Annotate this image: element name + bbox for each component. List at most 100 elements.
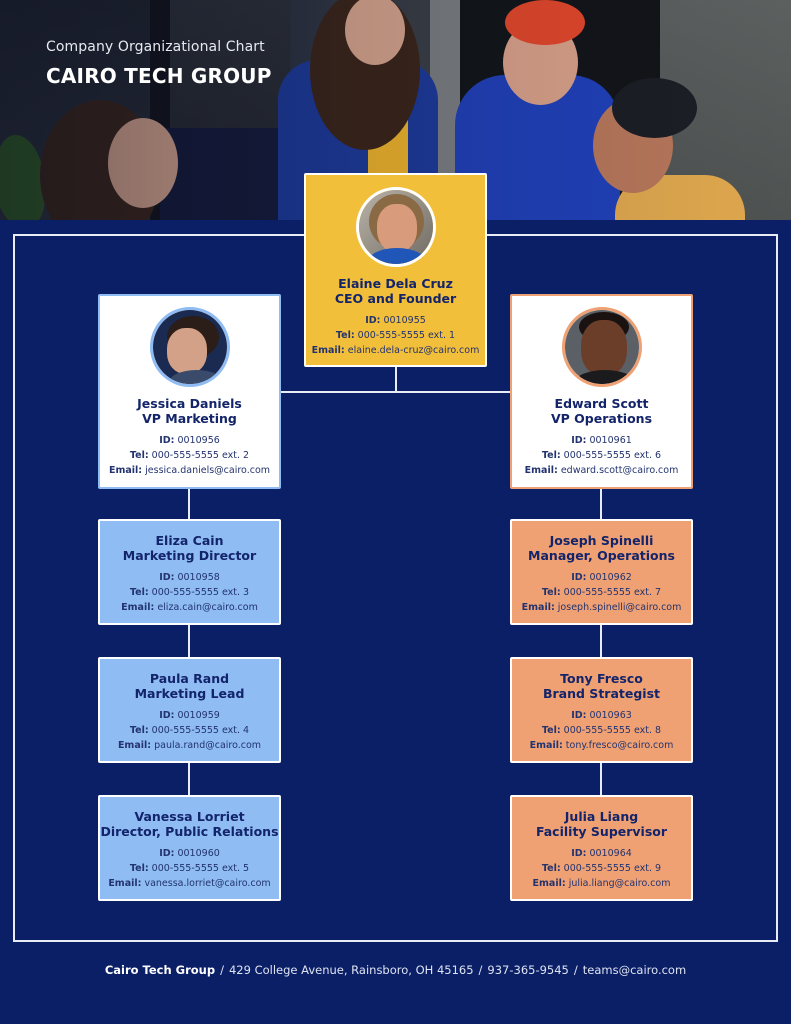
org-card-marketing-lead[interactable]: Paula Rand Marketing Lead ID: 0010959 Te… [98,657,281,763]
employee-id: 0010955 [383,315,426,326]
employee-name: Vanessa Lorriet [134,809,245,824]
employee-role: Marketing Director [122,548,257,563]
employee-tel: 000-555-5555 ext. 7 [563,587,662,598]
email-label: Email: [532,878,566,889]
employee-role: CEO and Founder [334,291,457,306]
footer-separator: / [220,963,224,977]
id-label: ID: [159,572,175,583]
footer-separator: / [478,963,483,977]
footer-separator: / [573,963,578,977]
email-label: Email: [121,602,155,613]
id-label: ID: [571,572,587,583]
org-card-brand-strategist[interactable]: Tony Fresco Brand Strategist ID: 0010963… [510,657,693,763]
avatar [561,307,642,387]
employee-tel: 000-555-5555 ext. 4 [151,725,250,736]
employee-name: Edward Scott [554,396,649,411]
email-label: Email: [108,878,142,889]
footer-phone: 937-365-9545 [487,963,569,977]
employee-tel: 000-555-5555 ext. 1 [357,330,456,341]
employee-email[interactable]: tony.fresco@cairo.com [565,740,674,751]
id-label: ID: [571,435,587,446]
org-card-ceo[interactable]: Elaine Dela Cruz CEO and Founder ID: 001… [304,173,487,367]
employee-role: Brand Strategist [542,686,660,701]
footer-address: 429 College Avenue, Rainsboro, OH 45165 [228,963,474,977]
employee-email[interactable]: jessica.daniels@cairo.com [145,465,271,476]
tel-label: Tel: [335,330,355,341]
employee-name: Eliza Cain [155,533,224,548]
employee-id: 0010959 [177,710,220,721]
employee-tel: 000-555-5555 ext. 3 [151,587,250,598]
employee-name: Jessica Daniels [137,396,242,411]
footer: Cairo Tech Group / 429 College Avenue, Rai… [0,963,791,977]
employee-email[interactable]: paula.rand@cairo.com [154,740,262,751]
employee-tel: 000-555-5555 ext. 6 [563,450,662,461]
employee-email[interactable]: edward.scott@cairo.com [560,465,679,476]
connector-marketing-1 [188,488,190,520]
id-label: ID: [159,848,175,859]
connector-operations-2 [600,624,602,658]
company-title: CAIRO TECH GROUP [46,64,272,88]
email-label: Email: [108,465,143,476]
id-label: ID: [365,315,381,326]
employee-role: Marketing Lead [134,686,245,701]
employee-email[interactable]: joseph.spinelli@cairo.com [557,602,682,613]
employee-role: Facility Supervisor [535,824,668,839]
tel-label: Tel: [541,863,561,874]
footer-company: Cairo Tech Group [104,963,216,977]
employee-tel: 000-555-5555 ext. 2 [151,450,250,461]
email-label: Email: [117,740,152,751]
connector-operations-3 [600,762,602,796]
avatar [149,307,230,387]
email-label: Email: [521,602,555,613]
employee-tel: 000-555-5555 ext. 5 [151,863,250,874]
tel-label: Tel: [541,725,561,736]
connector-ceo-down [395,366,397,393]
employee-email[interactable]: vanessa.lorriet@cairo.com [144,878,271,889]
employee-email[interactable]: elaine.dela-cruz@cairo.com [347,345,480,356]
org-card-director-public-relations[interactable]: Vanessa Lorriet Director, Public Relatio… [98,795,281,901]
connector-marketing-3 [188,762,190,796]
org-card-facility-supervisor[interactable]: Julia Liang Facility Supervisor ID: 0010… [510,795,693,901]
employee-role: Manager, Operations [528,548,675,563]
email-label: Email: [524,465,558,476]
tel-label: Tel: [541,587,561,598]
org-card-marketing-director[interactable]: Eliza Cain Marketing Director ID: 001095… [98,519,281,625]
employee-role: VP Operations [550,411,653,426]
id-label: ID: [159,435,175,446]
employee-email[interactable]: julia.liang@cairo.com [568,878,671,889]
employee-role: Director, Public Relations [100,824,279,839]
employee-id: 0010962 [589,572,632,583]
org-card-vp-operations[interactable]: Edward Scott VP Operations ID: 0010961 T… [510,294,693,489]
chart-subtitle: Company Organizational Chart [46,39,265,55]
tel-label: Tel: [129,725,149,736]
tel-label: Tel: [129,587,149,598]
connector-horizontal [280,391,512,393]
email-label: Email: [529,740,563,751]
employee-name: Paula Rand [149,671,230,686]
tel-label: Tel: [129,450,149,461]
employee-name: Elaine Dela Cruz [338,276,453,291]
employee-role: VP Marketing [142,411,237,426]
employee-email[interactable]: eliza.cain@cairo.com [157,602,258,613]
employee-id: 0010960 [177,848,220,859]
employee-id: 0010956 [177,435,220,446]
tel-label: Tel: [541,450,561,461]
org-card-manager-operations[interactable]: Joseph Spinelli Manager, Operations ID: … [510,519,693,625]
employee-name: Tony Fresco [560,671,643,686]
employee-name: Joseph Spinelli [549,533,654,548]
employee-id: 0010958 [177,572,220,583]
org-card-vp-marketing[interactable]: Jessica Daniels VP Marketing ID: 0010956… [98,294,281,489]
id-label: ID: [159,710,175,721]
tel-label: Tel: [129,863,149,874]
employee-name: Julia Liang [564,809,639,824]
id-label: ID: [571,848,587,859]
footer-email[interactable]: teams@cairo.com [582,963,687,977]
email-label: Email: [311,345,345,356]
id-label: ID: [571,710,587,721]
avatar [355,187,436,267]
connector-operations-1 [600,488,602,520]
employee-id: 0010964 [589,848,632,859]
connector-marketing-2 [188,624,190,658]
employee-tel: 000-555-5555 ext. 9 [563,863,662,874]
employee-id: 0010963 [589,710,632,721]
